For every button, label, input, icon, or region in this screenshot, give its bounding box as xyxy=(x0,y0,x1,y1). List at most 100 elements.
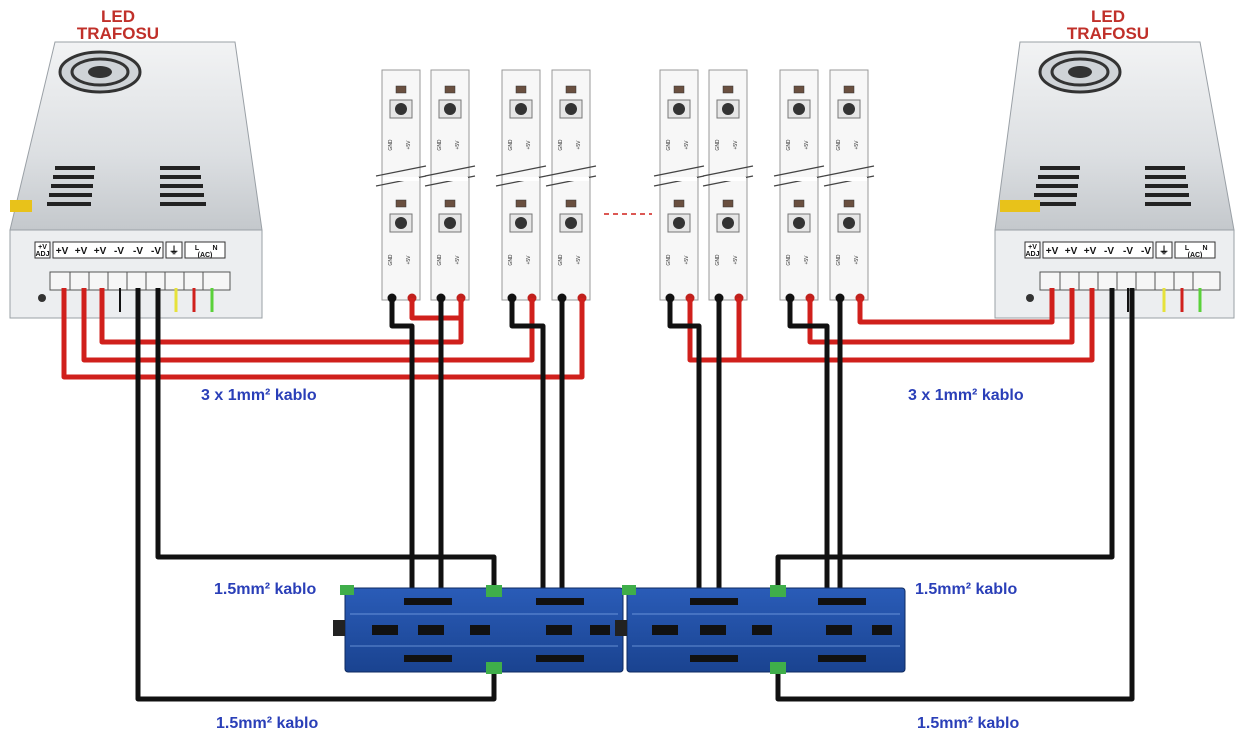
psu-right-ac-l: L xyxy=(1185,245,1190,252)
strip-pad-label: +5V xyxy=(455,140,461,150)
strip-pad-label: GND xyxy=(666,254,672,266)
strip-pad-label: +5V xyxy=(455,255,461,265)
strip-pad-label: GND xyxy=(558,254,564,266)
strip-pad-label: +5V xyxy=(854,140,860,150)
psu-left-ac-n: N xyxy=(212,245,217,252)
board-right-power-terminal-top xyxy=(770,585,786,597)
psu-right-terminal-5: -V xyxy=(1123,246,1133,257)
controller-board-left xyxy=(333,585,624,674)
psu-left-terminal-1: +V xyxy=(56,246,69,257)
led-chip-icon xyxy=(559,85,583,119)
psu-left-title-line2: TRAFOSU xyxy=(77,24,159,43)
psu-right-title-line2: TRAFOSU xyxy=(1067,24,1149,43)
led-chip-icon xyxy=(716,199,740,233)
led-chip-icon xyxy=(667,85,691,119)
psu-right-ac-n: N xyxy=(1202,245,1207,252)
psu-right-terminal-4: -V xyxy=(1104,246,1114,257)
strip-pad-label: GND xyxy=(508,254,514,266)
led-chip-icon xyxy=(509,85,533,119)
led-chip-icon xyxy=(837,85,861,119)
psu-right-ground-icon: ⏚ xyxy=(1159,245,1169,257)
psu-right-fan-icon xyxy=(1038,50,1122,94)
strip-pad-label: GND xyxy=(437,139,443,151)
psu-right-terminal-1: +V xyxy=(1046,246,1059,257)
psu-left-title-line1: LED xyxy=(101,7,135,26)
psu-right-terminal-2: +V xyxy=(1065,246,1078,257)
cable-label-red-right: 3 x 1mm² kablo xyxy=(908,387,1024,404)
psu-left-label-strip: +V ADJ +V +V +V -V -V -V ⏚ L N (AC) xyxy=(34,241,226,259)
psu-right-terminal-3: +V xyxy=(1084,246,1097,257)
psu-right-vents xyxy=(1032,166,1191,206)
psu-left-terminal-3: +V xyxy=(94,246,107,257)
strip-pad-label: GND xyxy=(786,254,792,266)
red-wires xyxy=(61,288,1095,380)
psu-right-title-line1: LED xyxy=(1091,7,1125,26)
strip-pad-label: +5V xyxy=(576,255,582,265)
psu-left-adj-top: +V xyxy=(38,244,47,251)
strip-pad-label: +5V xyxy=(406,255,412,265)
psu-right-warning-sticker xyxy=(1000,200,1040,212)
led-chip-icon xyxy=(438,85,462,119)
cable-label-black-bottom-right: 1.5mm² kablo xyxy=(917,715,1019,732)
led-strip: GND +5V GND +5V xyxy=(823,69,875,303)
led-chip-icon xyxy=(389,85,413,119)
led-chip-icon xyxy=(787,199,811,233)
led-chip-icon xyxy=(438,199,462,233)
cable-label-black-mid-right: 1.5mm² kablo xyxy=(915,581,1017,598)
black-wires xyxy=(135,288,1135,702)
strip-pad-label: +5V xyxy=(576,140,582,150)
psu-left-warning-sticker xyxy=(10,200,32,212)
strip-pad-label: +5V xyxy=(684,140,690,150)
cable-label-black-mid-left: 1.5mm² kablo xyxy=(214,581,316,598)
psu-right-adj-bottom: ADJ xyxy=(1025,251,1039,258)
led-chip-icon xyxy=(389,199,413,233)
cable-label-black-bottom-left: 1.5mm² kablo xyxy=(216,715,318,732)
psu-right-ac-ac: (AC) xyxy=(1188,252,1203,259)
board-left-power-terminal-bottom xyxy=(486,662,502,674)
strip-pad-label: +5V xyxy=(406,140,412,150)
strip-pad-label: GND xyxy=(836,254,842,266)
strip-pad-label: GND xyxy=(388,139,394,151)
strip-pad-label: GND xyxy=(836,139,842,151)
psu-left-ac-l: L xyxy=(195,245,200,252)
led-chip-icon xyxy=(509,199,533,233)
led-strip: GND +5V GND +5V xyxy=(375,69,427,303)
psu-left-ac-ac: (AC) xyxy=(198,252,213,259)
cable-label-red-left: 3 x 1mm² kablo xyxy=(201,387,317,404)
strip-pad-label: GND xyxy=(388,254,394,266)
power-supply-left: LED TRAFOSU +V ADJ +V +V +V xyxy=(9,7,263,319)
led-strips: GND +5V GND +5V GND +5V GND +5V GND +5V GND +5V GND +… xyxy=(375,69,875,303)
strip-pad-label: GND xyxy=(558,139,564,151)
psu-left-adj-screw-icon xyxy=(38,294,46,302)
psu-left-fan-icon xyxy=(58,50,142,94)
led-strip: GND +5V GND +5V xyxy=(545,69,597,303)
strip-pad-label: GND xyxy=(786,139,792,151)
strip-pad-label: +5V xyxy=(804,255,810,265)
psu-right-adj-screw-icon xyxy=(1026,294,1034,302)
strip-pad-label: +5V xyxy=(854,255,860,265)
psu-left-ground-icon: ⏚ xyxy=(169,245,179,257)
strip-pad-label: +5V xyxy=(526,140,532,150)
led-chip-icon xyxy=(787,85,811,119)
strip-pad-label: +5V xyxy=(733,255,739,265)
power-supply-right: LED TRAFOSU +V ADJ +V +V +V -V -V xyxy=(994,7,1235,319)
led-chip-icon xyxy=(716,85,740,119)
strip-pad-label: +5V xyxy=(526,255,532,265)
controller-board-right xyxy=(615,585,906,674)
strip-pad-label: GND xyxy=(715,254,721,266)
led-strip: GND +5V GND +5V xyxy=(424,69,476,303)
psu-left-terminal-4: -V xyxy=(114,246,124,257)
board-right-power-terminal-bottom xyxy=(770,662,786,674)
psu-right-adj-top: +V xyxy=(1028,244,1037,251)
strip-pad-label: GND xyxy=(666,139,672,151)
strip-pad-label: GND xyxy=(437,254,443,266)
psu-left-terminal-block xyxy=(38,271,231,312)
board-left-power-terminal-top xyxy=(486,585,502,597)
strip-pad-label: +5V xyxy=(733,140,739,150)
psu-left-terminal-2: +V xyxy=(75,246,88,257)
